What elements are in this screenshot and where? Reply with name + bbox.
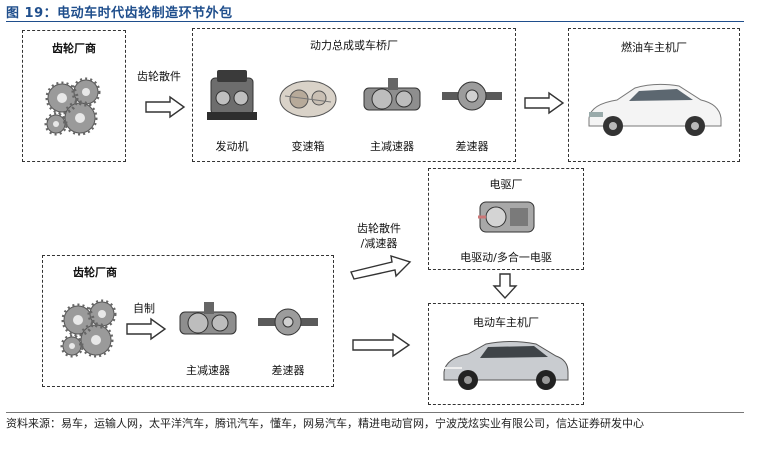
part-label-differential: 差速器	[455, 140, 489, 153]
differential-icon	[258, 308, 318, 336]
part-label-engine: 发动机	[215, 140, 249, 153]
ev-part-label-differential: 差速器	[271, 364, 305, 377]
edrive-caption: 电驱动/多合一电驱	[460, 251, 552, 264]
arrow-down-icon	[492, 273, 518, 300]
sedan-car-icon	[588, 83, 722, 136]
engine-icon	[207, 70, 257, 120]
arrow-label-gear-parts: 齿轮散件	[137, 70, 181, 83]
source-note: 资料来源：易车，运输人网，太平洋汽车，腾讯汽车，懂车，网易汽车，精进电动官网，宁…	[6, 417, 644, 430]
ev-part-label-final-drive: 主减速器	[186, 364, 230, 377]
suv-car-icon	[443, 341, 569, 390]
arrow-label-gear-parts-reducer-line1: 齿轮散件	[357, 222, 401, 235]
differential-icon	[442, 81, 502, 111]
fuel-oem-title: 燃油车主机厂	[621, 41, 687, 54]
powertrain-assembly-title: 动力总成或车桥厂	[310, 39, 398, 52]
arrow-right-icon	[145, 95, 186, 119]
fuel-gear-supplier-title: 齿轮厂商	[52, 42, 96, 55]
final-drive-icon	[179, 302, 237, 335]
edrive-maker-title: 电驱厂	[489, 178, 523, 191]
title-divider	[6, 21, 744, 22]
ev-oem-title: 电动车主机厂	[473, 316, 539, 329]
arrow-right-icon	[352, 332, 411, 358]
ev-gear-supplier-title: 齿轮厂商	[73, 266, 117, 279]
part-label-gearbox: 变速箱	[291, 140, 325, 153]
self-made-label: 自制	[133, 302, 155, 315]
arrow-right-icon	[126, 317, 167, 341]
e-drive-unit-icon	[478, 201, 535, 233]
arrow-label-gear-parts-reducer-line2: /减速器	[360, 237, 398, 250]
gearbox-icon	[279, 80, 337, 118]
figure-title: 图 19：电动车时代齿轮制造环节外包	[6, 6, 233, 21]
arrow-diagonal-up-icon	[350, 254, 412, 280]
footer-divider	[6, 412, 744, 413]
final-drive-icon	[363, 78, 421, 111]
gear-cluster-icon	[44, 77, 101, 136]
part-label-final-drive: 主减速器	[370, 140, 414, 153]
gear-cluster-icon	[60, 299, 117, 358]
arrow-right-icon	[524, 91, 565, 115]
